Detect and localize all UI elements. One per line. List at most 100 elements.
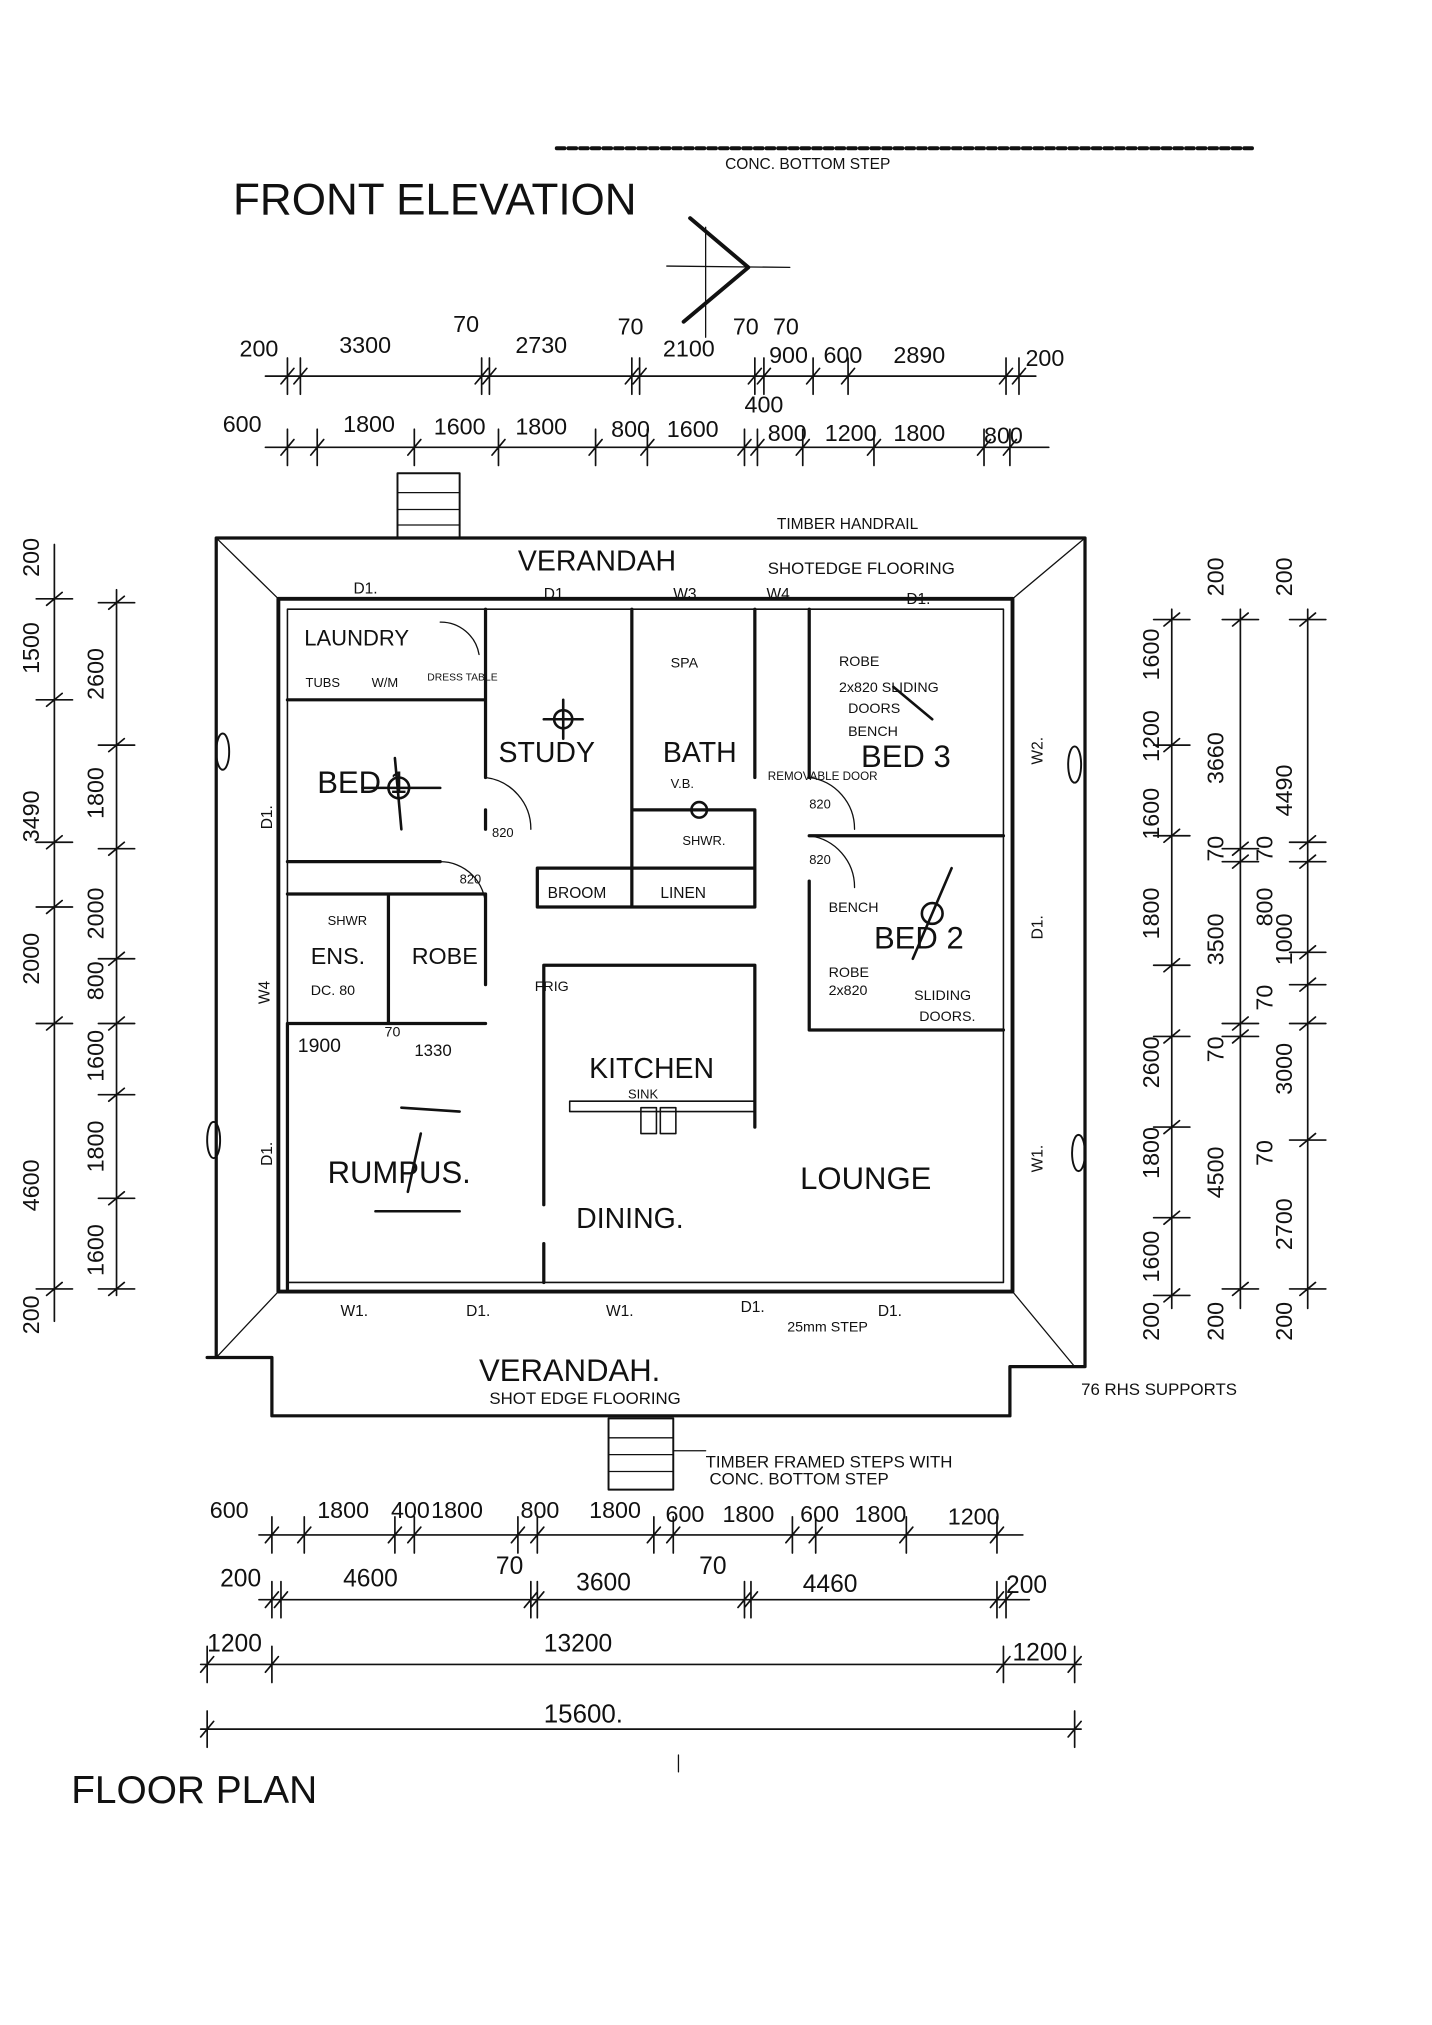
dimension-label: 1800 (1138, 1127, 1164, 1179)
dimension-label: 200 (1271, 1302, 1297, 1341)
dimension-label: 1800 (83, 1121, 109, 1173)
dimension-label: 200 (240, 336, 279, 362)
dimension-label: 70 (1252, 1140, 1278, 1166)
dimension-label: 1600 (83, 1030, 109, 1082)
room-label-door820: 820 (460, 872, 482, 887)
opening-d1: D1. (259, 805, 276, 829)
dimension-label: 1600 (1138, 788, 1164, 840)
room-label-bed1: BED 1 (317, 765, 407, 800)
room-label-robe2-doors2: DOORS. (919, 1009, 975, 1025)
opening-w2: W2. (1029, 737, 1046, 765)
dimension-label: 4600 (18, 1159, 44, 1211)
dimension-label: 2000 (83, 887, 109, 939)
dimension-label: 1800 (83, 767, 109, 819)
dimension-label: 1200 (1012, 1640, 1067, 1667)
dimension-label: 1800 (893, 420, 945, 446)
page-title: FRONT ELEVATION (233, 175, 637, 224)
opening-w4: W4 (256, 980, 273, 1004)
dimension-label: 3500 (1203, 913, 1229, 965)
room-label-bed2: BED 2 (874, 920, 964, 955)
dimension-label: 1800 (343, 411, 395, 437)
room-label-robe2-size: 2x820 (829, 983, 868, 999)
room-label-vb: V.B. (671, 776, 694, 791)
dimension-label: 1900 (298, 1035, 341, 1057)
room-label-wm: W/M (372, 675, 399, 690)
dimension-label: 70 (1203, 1036, 1229, 1062)
dimension-label: 400 (744, 391, 783, 417)
dimension-label: 800 (611, 416, 650, 442)
dimension-label: 70 (1252, 985, 1278, 1011)
dimension-label: 1600 (1138, 1231, 1164, 1283)
dimension-label: 200 (18, 1295, 44, 1334)
dimension-label: 600 (223, 411, 262, 437)
dimension-label: 4600 (343, 1566, 398, 1593)
room-label-sink: SINK (628, 1087, 659, 1102)
dimension-label: 200 (1138, 1302, 1164, 1341)
opening-w3: W3. (673, 586, 701, 603)
dimension-label: 70 (733, 314, 759, 340)
dimension-label: 1600 (83, 1224, 109, 1276)
room-label-robe3-doors2: DOORS (848, 701, 900, 717)
dimension-label: 13200 (544, 1630, 612, 1657)
walls (205, 146, 1258, 1491)
dimension-label: 600 (666, 1501, 705, 1527)
dimension-label: 1000 (1271, 913, 1297, 965)
dimension-label: 600 (210, 1497, 249, 1523)
top-note: CONC. BOTTOM STEP (725, 156, 890, 173)
opening-d1: D1. (353, 581, 377, 598)
north-arrow-icon (666, 216, 791, 338)
room-label-study: STUDY (498, 737, 595, 769)
room-label-kitchen: KITCHEN (589, 1053, 714, 1085)
dimension-label: 1200 (948, 1504, 1000, 1530)
dimension-label: 3000 (1271, 1043, 1297, 1095)
dimension-line (258, 1515, 1024, 1554)
room-label-dress-table: DRESS TABLE (427, 672, 497, 683)
opening-d1: D1. (544, 586, 568, 603)
dimension-label: 200 (18, 538, 44, 577)
dimension-label: 800 (768, 420, 807, 446)
dimension-label: 800 (520, 1497, 559, 1523)
room-label-door820: 820 (492, 825, 514, 840)
room-label-robe2-doors: SLIDING (914, 988, 971, 1004)
room-label-step-note: 25mm STEP (787, 1320, 868, 1336)
room-label-door820: 820 (809, 852, 831, 867)
room-label-frig: FRIG (535, 979, 569, 995)
dimension-label: 1800 (317, 1497, 369, 1523)
room-label-broom: BROOM (548, 885, 607, 902)
room-label-spa: SPA (671, 655, 699, 671)
room-label-linen: LINEN (660, 885, 706, 902)
dimension-label: 200 (1203, 1302, 1229, 1341)
dimension-label: 200 (1025, 345, 1064, 371)
dimension-label: 4500 (1203, 1146, 1229, 1198)
room-label-verandah-bottom: VERANDAH. (479, 1353, 660, 1388)
dimension-label: 1200 (207, 1630, 262, 1657)
dimension-label: 3660 (1203, 732, 1229, 784)
dimension-label: 1800 (589, 1497, 641, 1523)
opening-w4: W4 (766, 586, 790, 603)
dimension-label: 1800 (722, 1501, 774, 1527)
dimension-label: 200 (220, 1566, 261, 1593)
opening-d1: D1. (1029, 915, 1046, 939)
dimension-label: 1600 (667, 416, 719, 442)
dimension-label: 70 (773, 314, 799, 340)
room-label-laundry: LAUNDRY (304, 625, 409, 650)
dimension-label: 1800 (1138, 887, 1164, 939)
dimension-label: 70 (699, 1553, 726, 1580)
room-label-steps-note1: TIMBER FRAMED STEPS WITH (706, 1453, 953, 1472)
top-steps (396, 472, 461, 539)
room-label-tubs: TUBS (306, 675, 341, 690)
dimension-label: 800 (1252, 887, 1278, 926)
dimension-label: 200 (1006, 1572, 1047, 1599)
dimension-line (264, 357, 1037, 396)
dimension-label: 70 (1203, 836, 1229, 862)
dimension-label: 1500 (18, 622, 44, 674)
dimension-label: 2100 (663, 336, 715, 362)
dimension-line (199, 1645, 1082, 1684)
opening-w1: W1. (606, 1303, 634, 1320)
room-label-verandah-bottom-note: SHOT EDGE FLOORING (489, 1389, 680, 1408)
room-label-removable-door: REMOVABLE DOOR (768, 770, 878, 783)
dimension-line (1221, 608, 1260, 1310)
bottom-steps (607, 1417, 707, 1491)
dimension-label: 3490 (18, 790, 44, 842)
dimension-label: 2700 (1271, 1198, 1297, 1250)
